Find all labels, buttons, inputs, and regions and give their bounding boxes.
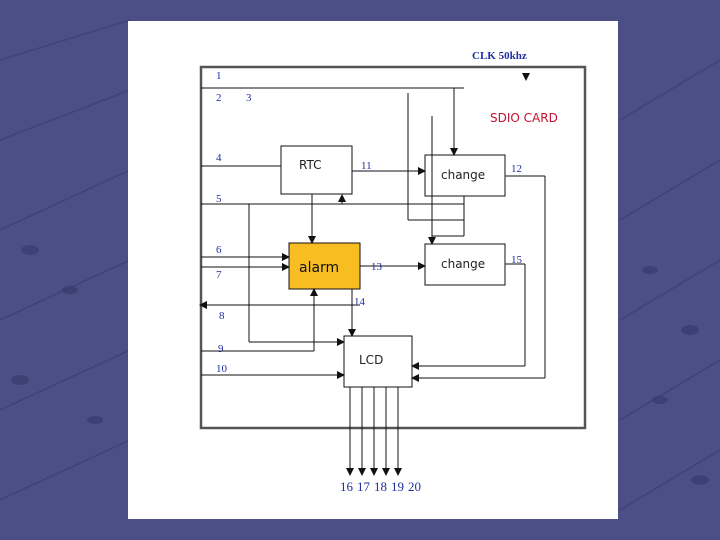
- change-bottom-block: [424, 243, 506, 286]
- change-top-label: change: [441, 168, 485, 182]
- pin-label-11: 11: [361, 160, 372, 172]
- output-label-20: 20: [408, 479, 421, 494]
- output-label-17: 17: [357, 479, 371, 494]
- pin-label-15: 15: [511, 254, 523, 266]
- lcd-label: LCD: [359, 353, 383, 367]
- clock-label: CLK 50khz: [472, 50, 527, 62]
- change-bottom-label: change: [441, 257, 485, 271]
- wiring: [199, 87, 546, 382]
- pin-label-9: 9: [218, 343, 224, 355]
- pin-label-7: 7: [216, 269, 222, 281]
- pin-label-6: 6: [216, 244, 222, 256]
- pin-label-1: 1: [216, 70, 222, 82]
- output-label-18: 18: [374, 479, 387, 494]
- pin-label-2: 2: [216, 92, 222, 104]
- lcd-block: [343, 335, 413, 388]
- pin-label-14: 14: [354, 296, 366, 308]
- output-label-19: 19: [391, 479, 404, 494]
- lcd-output-lines: [346, 387, 402, 476]
- pin-label-12: 12: [511, 163, 522, 175]
- pin-label-4: 4: [216, 152, 222, 164]
- slide-canvas: CLK 50khz SDIO CARD RTC alarm change cha…: [128, 21, 618, 519]
- outer-frame: [199, 65, 587, 430]
- output-label-16: 16: [340, 479, 354, 494]
- pin-label-13: 13: [371, 261, 383, 273]
- alarm-block: [288, 242, 361, 290]
- alarm-label: alarm: [299, 260, 339, 276]
- rtc-block: [280, 145, 353, 195]
- block-diagram: CLK 50khz SDIO CARD RTC alarm change cha…: [199, 50, 587, 494]
- pin-label-10: 10: [216, 363, 228, 375]
- rtc-label: RTC: [299, 158, 321, 172]
- sdio-card-label: SDIO CARD: [490, 111, 558, 125]
- pin-label-8: 8: [219, 310, 225, 322]
- pin-label-3: 3: [246, 92, 252, 104]
- pin-label-5: 5: [216, 193, 222, 205]
